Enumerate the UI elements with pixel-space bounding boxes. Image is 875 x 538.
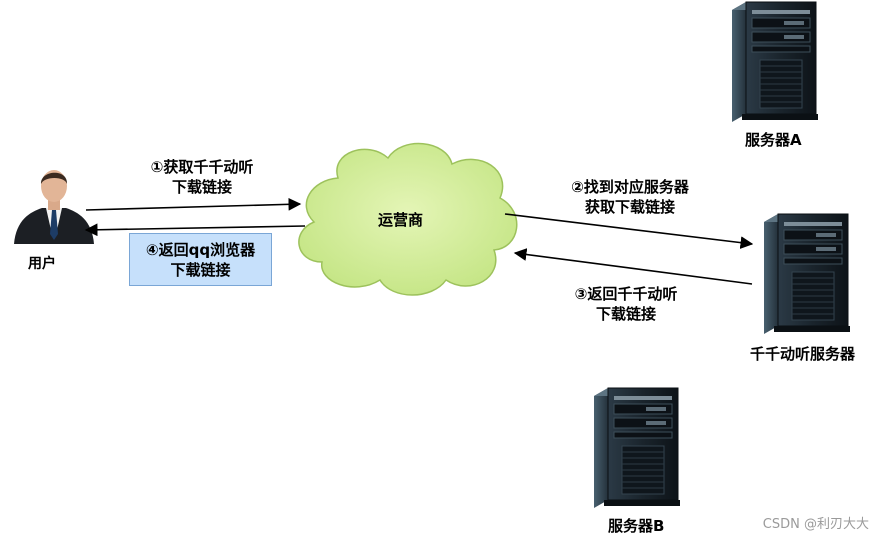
step2-line1: ②找到对应服务器: [571, 178, 689, 196]
arrow-operator-to-user: [84, 223, 306, 237]
step4-line1: ④返回qq浏览器: [145, 241, 256, 259]
operator-label: 运营商: [378, 211, 424, 229]
step1-line2: 下载链接: [171, 178, 232, 196]
step1-line1: ①获取千千动听: [150, 158, 254, 176]
server-b-label: 服务器B: [608, 517, 665, 535]
arrow-user-to-operator: [85, 197, 302, 211]
step3-line1: ③返回千千动听: [574, 285, 678, 303]
arrow-server-to-operator: [513, 248, 753, 285]
step4-line2: 下载链接: [170, 261, 231, 279]
server-b-icon[interactable]: [593, 387, 681, 509]
user-person-icon[interactable]: [14, 170, 94, 244]
server-main-label: 千千动听服务器: [750, 345, 856, 363]
server-a-icon[interactable]: [731, 1, 819, 123]
server-a-label: 服务器A: [745, 131, 802, 149]
arrow-operator-to-server: [504, 213, 754, 249]
step4-label: ④返回qq浏览器 下载链接: [129, 240, 272, 280]
step2-label: ②找到对应服务器 获取下载链接: [550, 177, 710, 217]
step3-line2: 下载链接: [595, 305, 656, 323]
step1-label: ①获取千千动听 下载链接: [132, 157, 272, 197]
operator-cloud-icon[interactable]: [298, 142, 518, 296]
server-main-icon[interactable]: [763, 213, 851, 335]
watermark-text: CSDN @利刃大大: [762, 517, 869, 532]
step2-line2: 获取下载链接: [584, 198, 675, 216]
step3-label: ③返回千千动听 下载链接: [556, 284, 696, 324]
step4-highlight-box: [129, 233, 272, 286]
user-label: 用户: [28, 256, 56, 272]
